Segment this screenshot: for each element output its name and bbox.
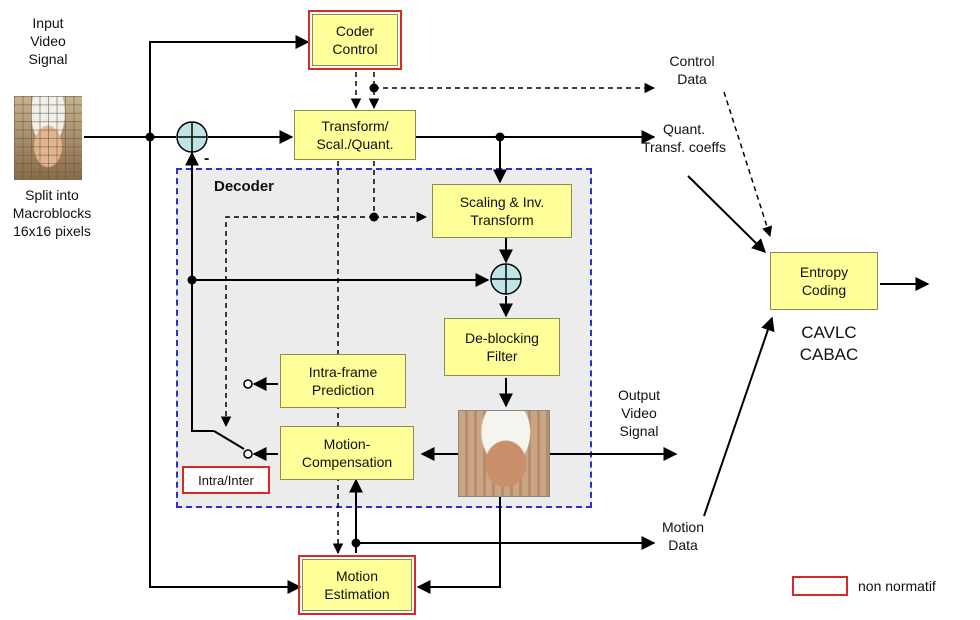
entropy-coding-block: Entropy Coding xyxy=(770,252,878,310)
input-label: Input Video Signal xyxy=(28,15,68,67)
codec-label: CAVLC CABAC xyxy=(799,323,859,364)
junction-dots xyxy=(145,83,505,548)
split-label: Split into Macroblocks 16x16 pixels xyxy=(12,187,92,239)
scaling-block: Scaling & Inv. Transform xyxy=(432,184,572,238)
minus-sign: - xyxy=(204,150,210,167)
transform-block: Transform/ Scal./Quant. xyxy=(294,110,416,160)
switch-contacts xyxy=(243,379,253,459)
solid-wires xyxy=(84,35,930,594)
legend-swatch xyxy=(792,576,848,596)
motion-compensation-block: Motion- Compensation xyxy=(280,426,414,480)
legend: non normatif xyxy=(792,576,936,596)
adder-2 xyxy=(490,263,522,295)
output-frame-image xyxy=(458,410,550,497)
deblocking-block: De-blocking Filter xyxy=(444,318,560,376)
control-data-label: Control Data xyxy=(669,53,715,87)
adder-1 xyxy=(176,121,208,153)
input-frame-image xyxy=(14,96,82,180)
motion-estimation-block: Motion Estimation xyxy=(298,555,416,615)
motion-data-label: Motion Data xyxy=(661,519,705,553)
legend-label: non normatif xyxy=(858,578,936,594)
output-label: Output Video Signal xyxy=(617,387,661,439)
coder-control-block: Coder Control xyxy=(308,10,402,70)
decoder-label: Decoder xyxy=(214,178,275,195)
quant-coeffs-label: Quant. Transf. coeffs xyxy=(641,121,727,155)
intra-inter-switch-label: Intra/Inter xyxy=(182,466,270,494)
intra-prediction-block: Intra-frame Prediction xyxy=(280,354,406,408)
